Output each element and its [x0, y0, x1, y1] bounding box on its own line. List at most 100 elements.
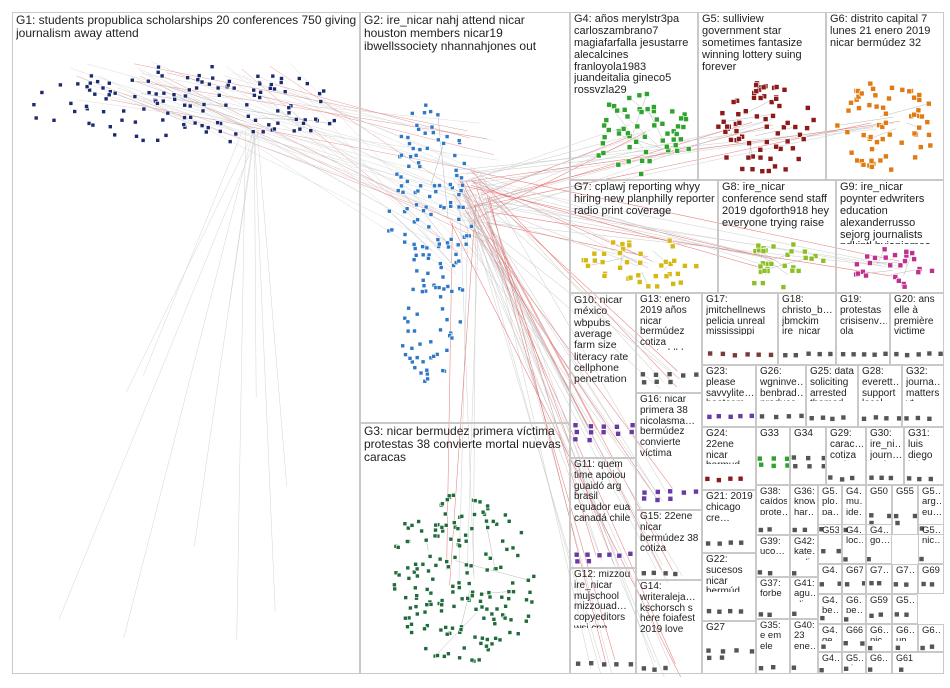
vertex: [456, 538, 462, 543]
vertex: [641, 570, 647, 577]
vertex: [414, 611, 420, 617]
vertex: [893, 611, 900, 618]
inter-edge: [470, 185, 764, 269]
vertex: [855, 93, 862, 100]
vertex: [573, 429, 580, 435]
vertex: [800, 136, 807, 142]
inter-edge: [180, 73, 484, 227]
vertex: [610, 239, 616, 246]
vertex: [878, 611, 884, 618]
group-g4z: G4… go…: [866, 524, 892, 564]
vertex: [767, 156, 774, 162]
vertex: [757, 147, 764, 153]
vertex: [757, 455, 763, 462]
vertex: [770, 463, 777, 469]
vertex: [898, 139, 905, 146]
vertex: [873, 103, 880, 110]
vertex: [268, 82, 274, 87]
vertex: [506, 596, 511, 601]
vertex: [638, 171, 644, 177]
vertex: [653, 379, 660, 385]
vertex: [407, 141, 412, 146]
vertex: [588, 660, 595, 666]
group-node-layer: [820, 548, 841, 555]
group-node-layer: [919, 556, 925, 562]
group-g34: G34: [790, 427, 826, 485]
vertex: [728, 137, 734, 143]
vertex: [600, 150, 607, 156]
vertex: [470, 593, 475, 598]
vertex: [486, 590, 492, 595]
vertex: [215, 85, 221, 91]
vertex: [780, 284, 787, 290]
vertex: [820, 548, 827, 555]
vertex: [757, 95, 764, 101]
vertex: [286, 105, 292, 110]
group-node-layer: [867, 645, 873, 651]
vertex: [592, 257, 598, 264]
vertex: [784, 120, 791, 126]
group-g59: G59: [866, 594, 892, 624]
vertex: [586, 437, 593, 443]
vertex: [770, 664, 776, 671]
vertex: [444, 317, 450, 323]
intra-edge: [115, 93, 194, 126]
group-node-layer: [819, 526, 825, 533]
vertex: [438, 627, 444, 633]
vertex: [422, 626, 427, 632]
group-node-layer: [840, 350, 889, 358]
vertex: [511, 589, 516, 594]
inter-edge: [461, 180, 662, 501]
vertex: [575, 660, 581, 667]
vertex: [819, 667, 825, 673]
vertex: [497, 637, 503, 643]
group-node-layer: [791, 570, 797, 576]
vertex: [489, 611, 495, 617]
vertex: [766, 611, 773, 618]
vertex: [834, 122, 841, 129]
vertex: [308, 128, 314, 133]
vertex: [246, 114, 251, 119]
group-g6y: G6… nic…: [866, 624, 892, 652]
inter-edge: [486, 222, 597, 430]
vertex: [304, 81, 310, 86]
vertex: [693, 263, 700, 269]
vertex: [893, 513, 899, 519]
vertex: [500, 538, 505, 544]
vertex: [479, 591, 484, 597]
vertex: [760, 248, 767, 254]
vertex: [417, 147, 423, 152]
vertex: [724, 123, 731, 130]
vertex: [867, 556, 872, 563]
vertex: [404, 206, 410, 211]
vertex: [883, 415, 890, 422]
vertex: [715, 123, 722, 130]
vertex: [416, 160, 421, 166]
vertex: [409, 523, 415, 528]
vertex: [827, 474, 834, 481]
vertex: [601, 251, 607, 257]
vertex: [103, 96, 109, 102]
vertex: [405, 135, 411, 140]
vertex: [275, 108, 281, 114]
vertex: [802, 527, 808, 533]
vertex: [425, 371, 430, 377]
vertex: [441, 286, 447, 292]
vertex: [519, 530, 524, 535]
inter-edge: [461, 204, 657, 570]
intra-edge: [869, 128, 897, 140]
vertex: [199, 79, 205, 85]
vertex: [727, 413, 734, 420]
intra-edge: [765, 254, 788, 263]
vertex: [827, 351, 834, 357]
vertex: [916, 97, 923, 103]
group-g35: G35: e em ele: [756, 619, 790, 674]
vertex: [498, 565, 504, 570]
inter-edge: [125, 129, 255, 393]
inter-edge: [467, 203, 663, 566]
vertex: [843, 616, 849, 623]
group-node-layer: [898, 666, 904, 673]
vertex: [929, 268, 935, 274]
vertex: [749, 648, 755, 655]
group-g10: G10: nicar méxico wbpubs average farm si…: [570, 293, 636, 458]
